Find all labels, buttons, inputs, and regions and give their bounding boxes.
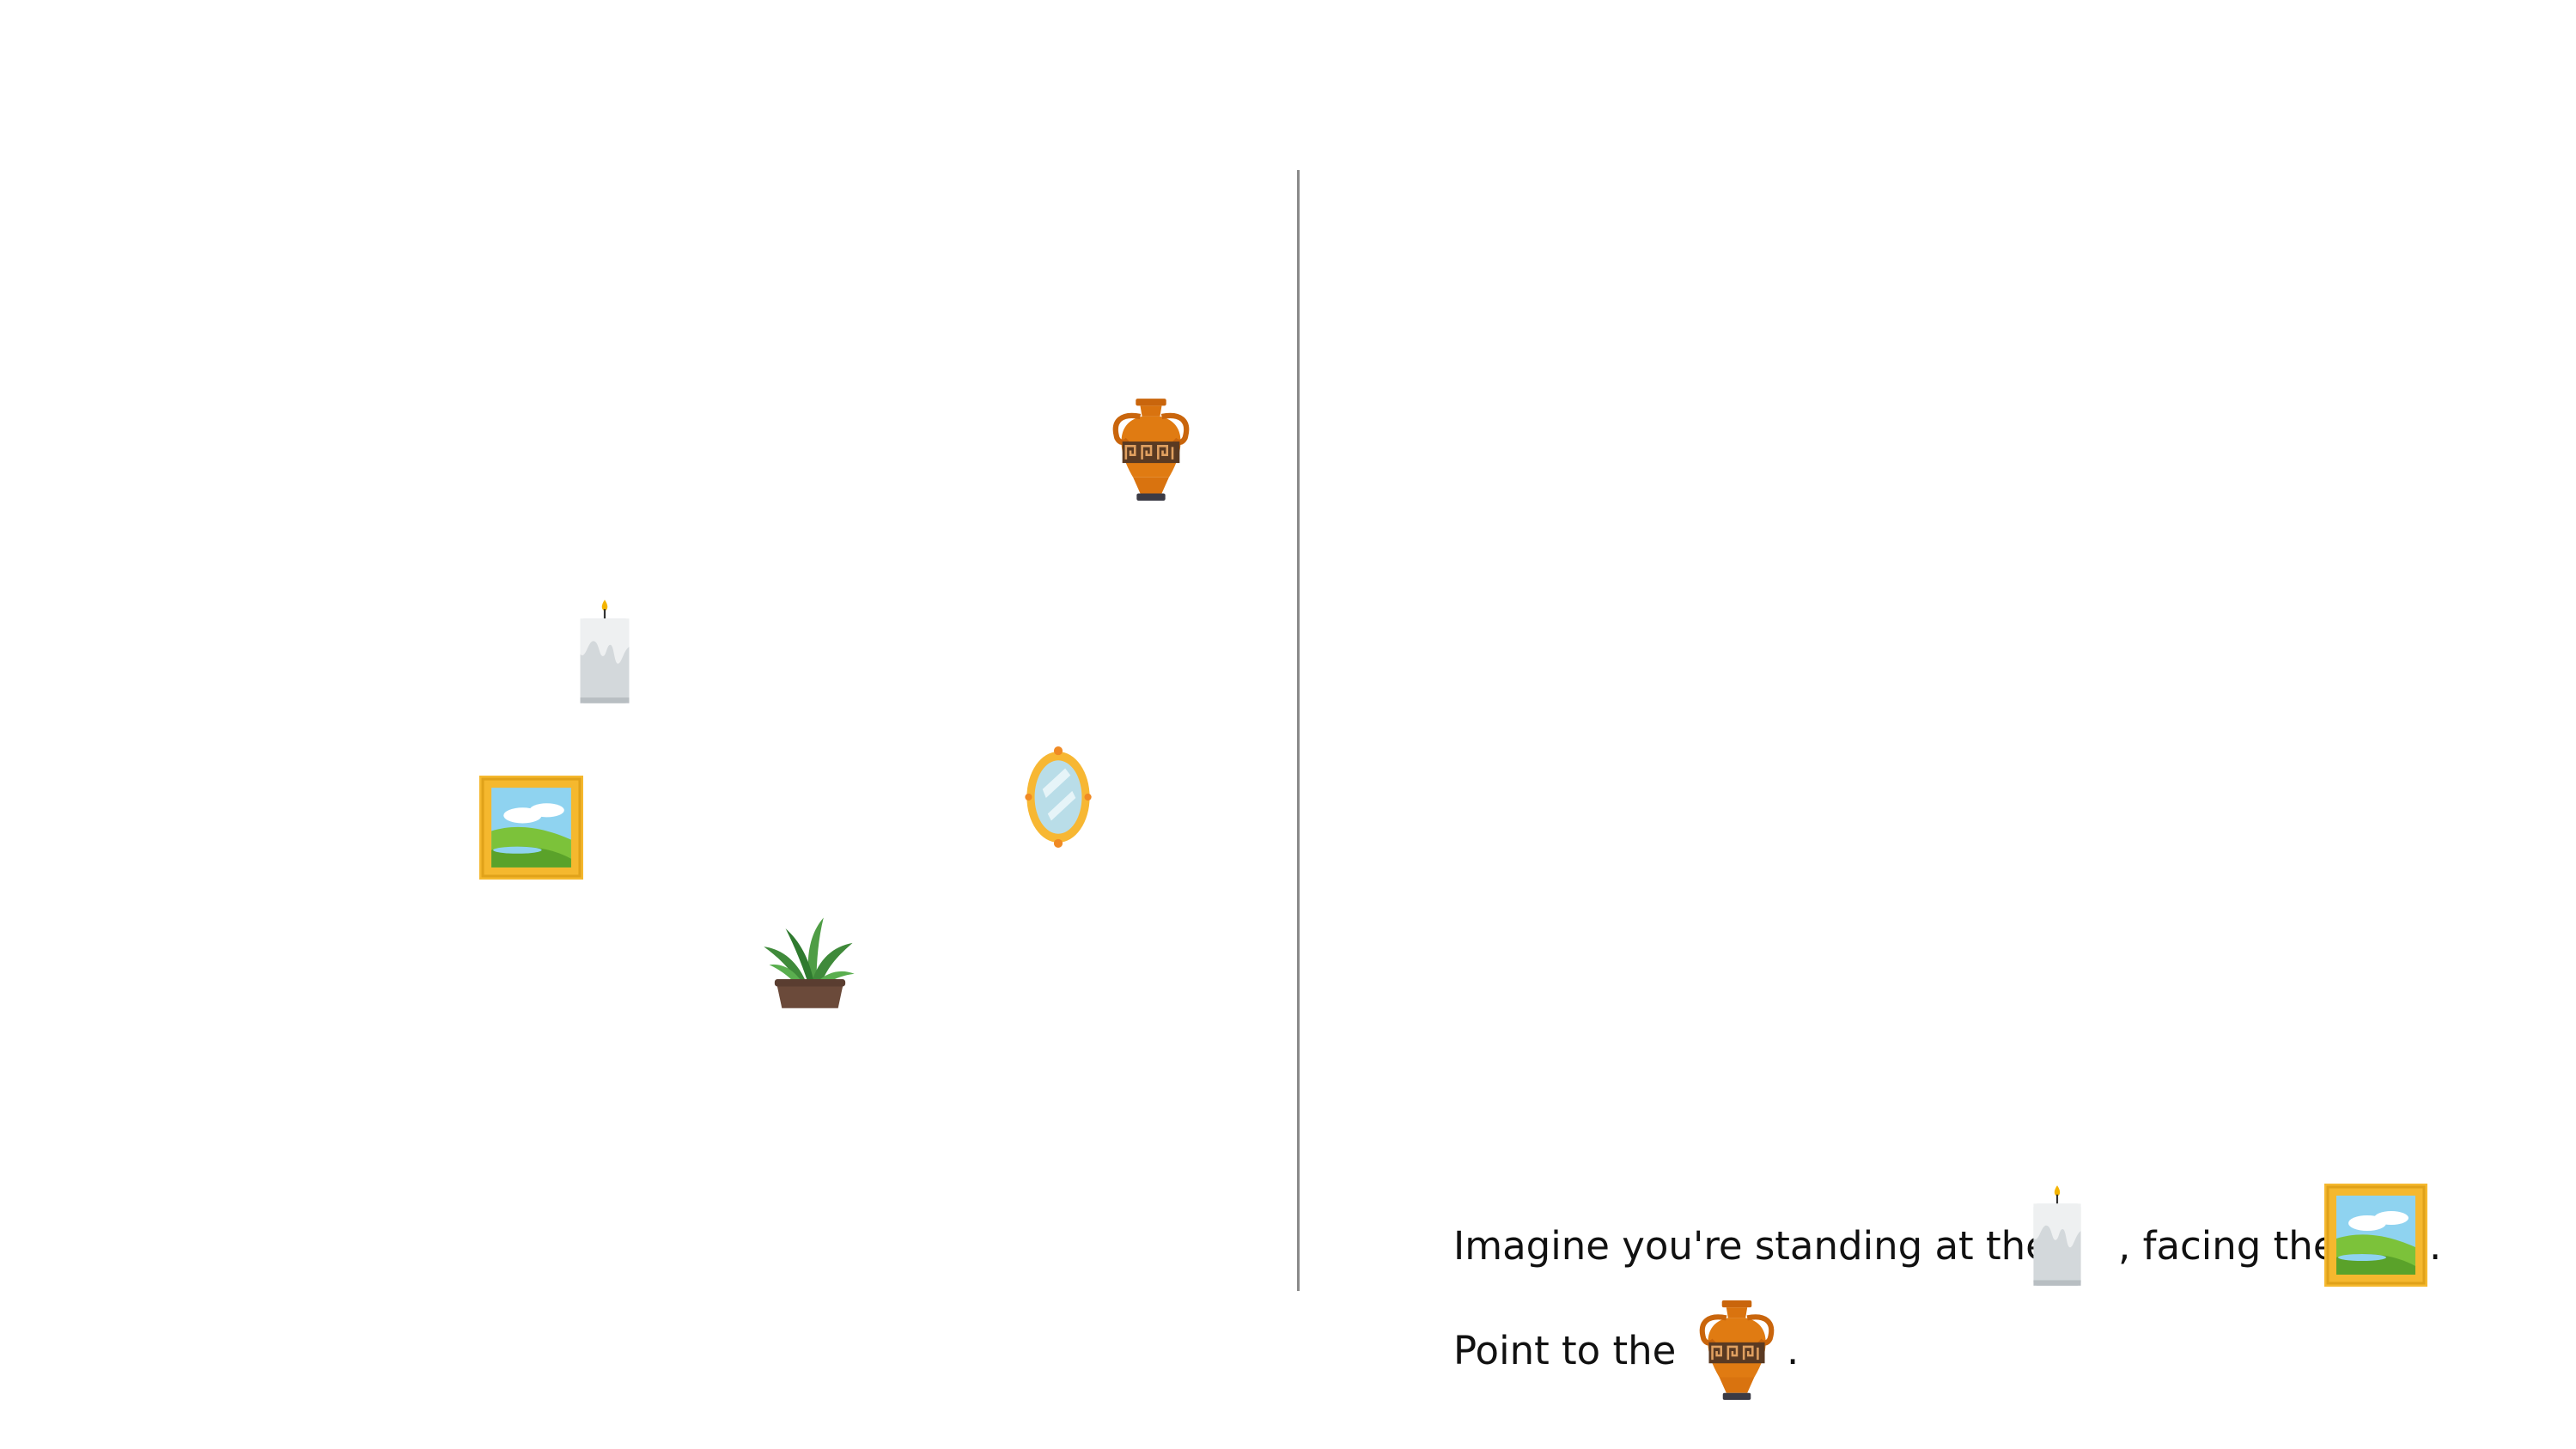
framed-picture-icon [2324, 1184, 2427, 1287]
prompt-text-period-2: . [1787, 1328, 1800, 1373]
scene-panel [479, 397, 1198, 1012]
candle-icon [2033, 1185, 2081, 1286]
amphora-icon [1699, 1300, 1775, 1400]
potted-plant-icon[interactable] [760, 912, 860, 1012]
panel-divider [1297, 170, 1300, 1291]
candle-icon[interactable] [567, 598, 642, 706]
prompt-text-facing: , facing the [2118, 1223, 2337, 1269]
framed-picture-icon[interactable] [479, 776, 583, 880]
prompt-text-standing: Imagine you're standing at the [1453, 1223, 2049, 1269]
amphora-icon[interactable] [1104, 397, 1198, 504]
mirror-icon[interactable] [1022, 746, 1094, 849]
prompt-text-period-1: . [2429, 1223, 2442, 1269]
prompt-text-point: Point to the [1453, 1328, 1677, 1373]
